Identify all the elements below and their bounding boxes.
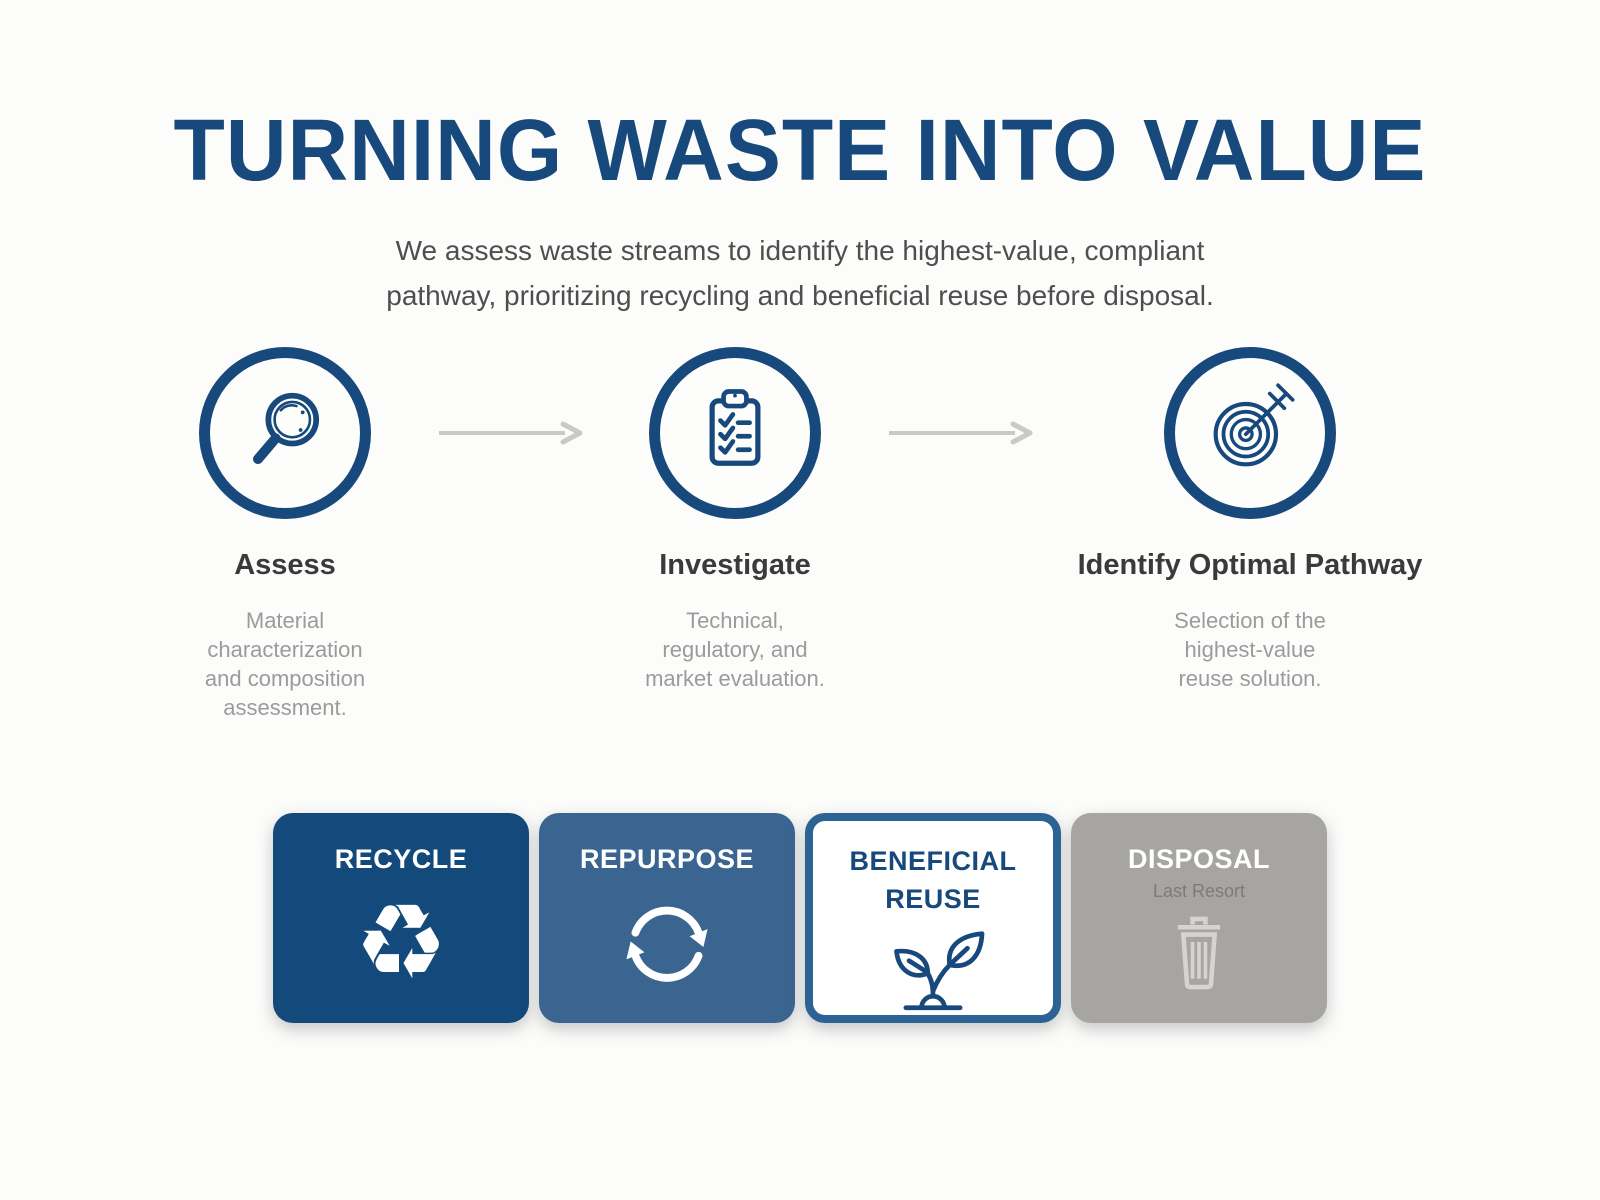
circular-arrows-icon	[553, 879, 781, 1005]
recycle-card: RECYCLE ♻	[273, 812, 529, 1023]
step-title-investigate: Investigate	[659, 548, 811, 581]
beneficial-reuse-card-label: BENEFICIAL REUSE	[849, 845, 1017, 914]
sprout-plant-icon	[827, 918, 1039, 1014]
step-description-assess: Material characterization and compositio…	[204, 607, 366, 721]
step-description-identify-pathway: Selection of the highest-value reuse sol…	[1174, 607, 1326, 692]
right-arrow-icon	[885, 421, 1035, 450]
page-subtitle: We assess waste streams to identify the …	[386, 235, 1214, 312]
recycle-glyph: ♻	[354, 880, 448, 1003]
disposal-card-sublabel: Last Resort	[1152, 880, 1246, 901]
process-step-identify-pathway: Identify Optimal Pathway Selection of th…	[1035, 346, 1465, 694]
right-arrow-icon	[435, 421, 585, 450]
beneficial-reuse-card: BENEFICIAL REUSE	[805, 812, 1061, 1023]
investigate-circle	[649, 346, 821, 519]
repurpose-card-label: REPURPOSE	[579, 843, 755, 874]
step-title-assess: Assess	[234, 548, 336, 581]
step-title-identify-pathway: Identify Optimal Pathway	[1077, 548, 1423, 581]
step-description-investigate: Technical, regulatory, and market evalua…	[645, 607, 825, 692]
process-flow: Assess Material characterization and com…	[135, 346, 1465, 723]
trash-can-icon	[1085, 902, 1313, 1005]
disposal-card: DISPOSAL Last Resort	[1071, 812, 1327, 1023]
recycle-arrows-icon: ♻	[287, 879, 515, 1005]
magnifier-icon	[233, 378, 337, 487]
page-title: TURNING WASTE INTO VALUE	[173, 101, 1427, 199]
target-bullseye-icon	[1198, 378, 1302, 487]
pathway-cards-row: RECYCLE ♻ REPURPOSE BENEFICIAL REUSE	[273, 812, 1327, 1023]
recycle-card-label: RECYCLE	[334, 843, 468, 874]
process-step-assess: Assess Material characterization and com…	[135, 346, 435, 723]
identify-circle	[1164, 346, 1336, 519]
clipboard-checklist-icon	[683, 378, 787, 487]
disposal-card-label: DISPOSAL	[1127, 843, 1271, 874]
repurpose-card: REPURPOSE	[539, 812, 795, 1023]
process-step-investigate: Investigate Technical, regulatory, and m…	[585, 346, 885, 694]
assess-circle	[199, 346, 371, 519]
